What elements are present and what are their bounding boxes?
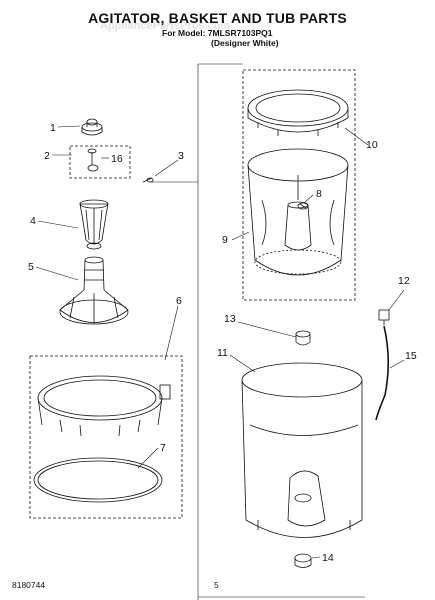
page-title: AGITATOR, BASKET AND TUB PARTS xyxy=(88,10,347,26)
callout-1: 1 xyxy=(50,122,56,134)
part-hose-connector xyxy=(378,309,390,325)
group-box-2 xyxy=(69,145,131,179)
callout-13: 13 xyxy=(224,313,236,325)
document-number: 8180744 xyxy=(12,580,46,590)
callout-9: 9 xyxy=(222,234,228,246)
callout-6: 6 xyxy=(176,295,182,307)
part-cap xyxy=(81,118,103,136)
part-outer-tub xyxy=(241,362,363,538)
part-drain-fitting xyxy=(294,553,312,568)
watermark: AppliancePartsPros.com xyxy=(100,20,231,32)
callout-15: 15 xyxy=(405,350,417,362)
part-screw-16 xyxy=(87,148,99,172)
callout-3: 3 xyxy=(178,150,184,162)
callout-11: 11 xyxy=(217,347,228,359)
part-tub-ring xyxy=(37,375,171,437)
group-box-6 xyxy=(29,355,183,519)
part-basket xyxy=(247,148,349,276)
callout-14: 14 xyxy=(322,552,334,564)
callout-10: 10 xyxy=(366,139,378,151)
callout-5: 5 xyxy=(28,261,34,273)
group-box-9 xyxy=(242,69,356,301)
part-seal-ring xyxy=(33,457,163,503)
part-bearing xyxy=(295,330,311,346)
page-number: 5 xyxy=(214,580,219,590)
callout-7: 7 xyxy=(160,442,166,454)
part-agitator-top xyxy=(79,199,109,250)
callout-4: 4 xyxy=(30,215,36,227)
part-agitator-base xyxy=(59,256,129,325)
part-hose xyxy=(375,325,390,421)
part-clip-8 xyxy=(297,202,309,210)
callout-12: 12 xyxy=(398,275,410,287)
callout-2: 2 xyxy=(44,150,50,162)
part-balance-ring xyxy=(247,89,349,136)
variant-line: (Designer White) xyxy=(211,38,279,48)
callouts: 1 2 3 4 5 6 7 8 9 10 11 12 13 14 15 16 xyxy=(28,122,417,564)
part-bolt xyxy=(142,177,154,183)
leader-lines xyxy=(35,125,405,559)
callout-8: 8 xyxy=(316,188,322,200)
model-line: For Model: 7MLSR7103PQ1 xyxy=(162,28,273,38)
callout-16: 16 xyxy=(111,153,123,165)
